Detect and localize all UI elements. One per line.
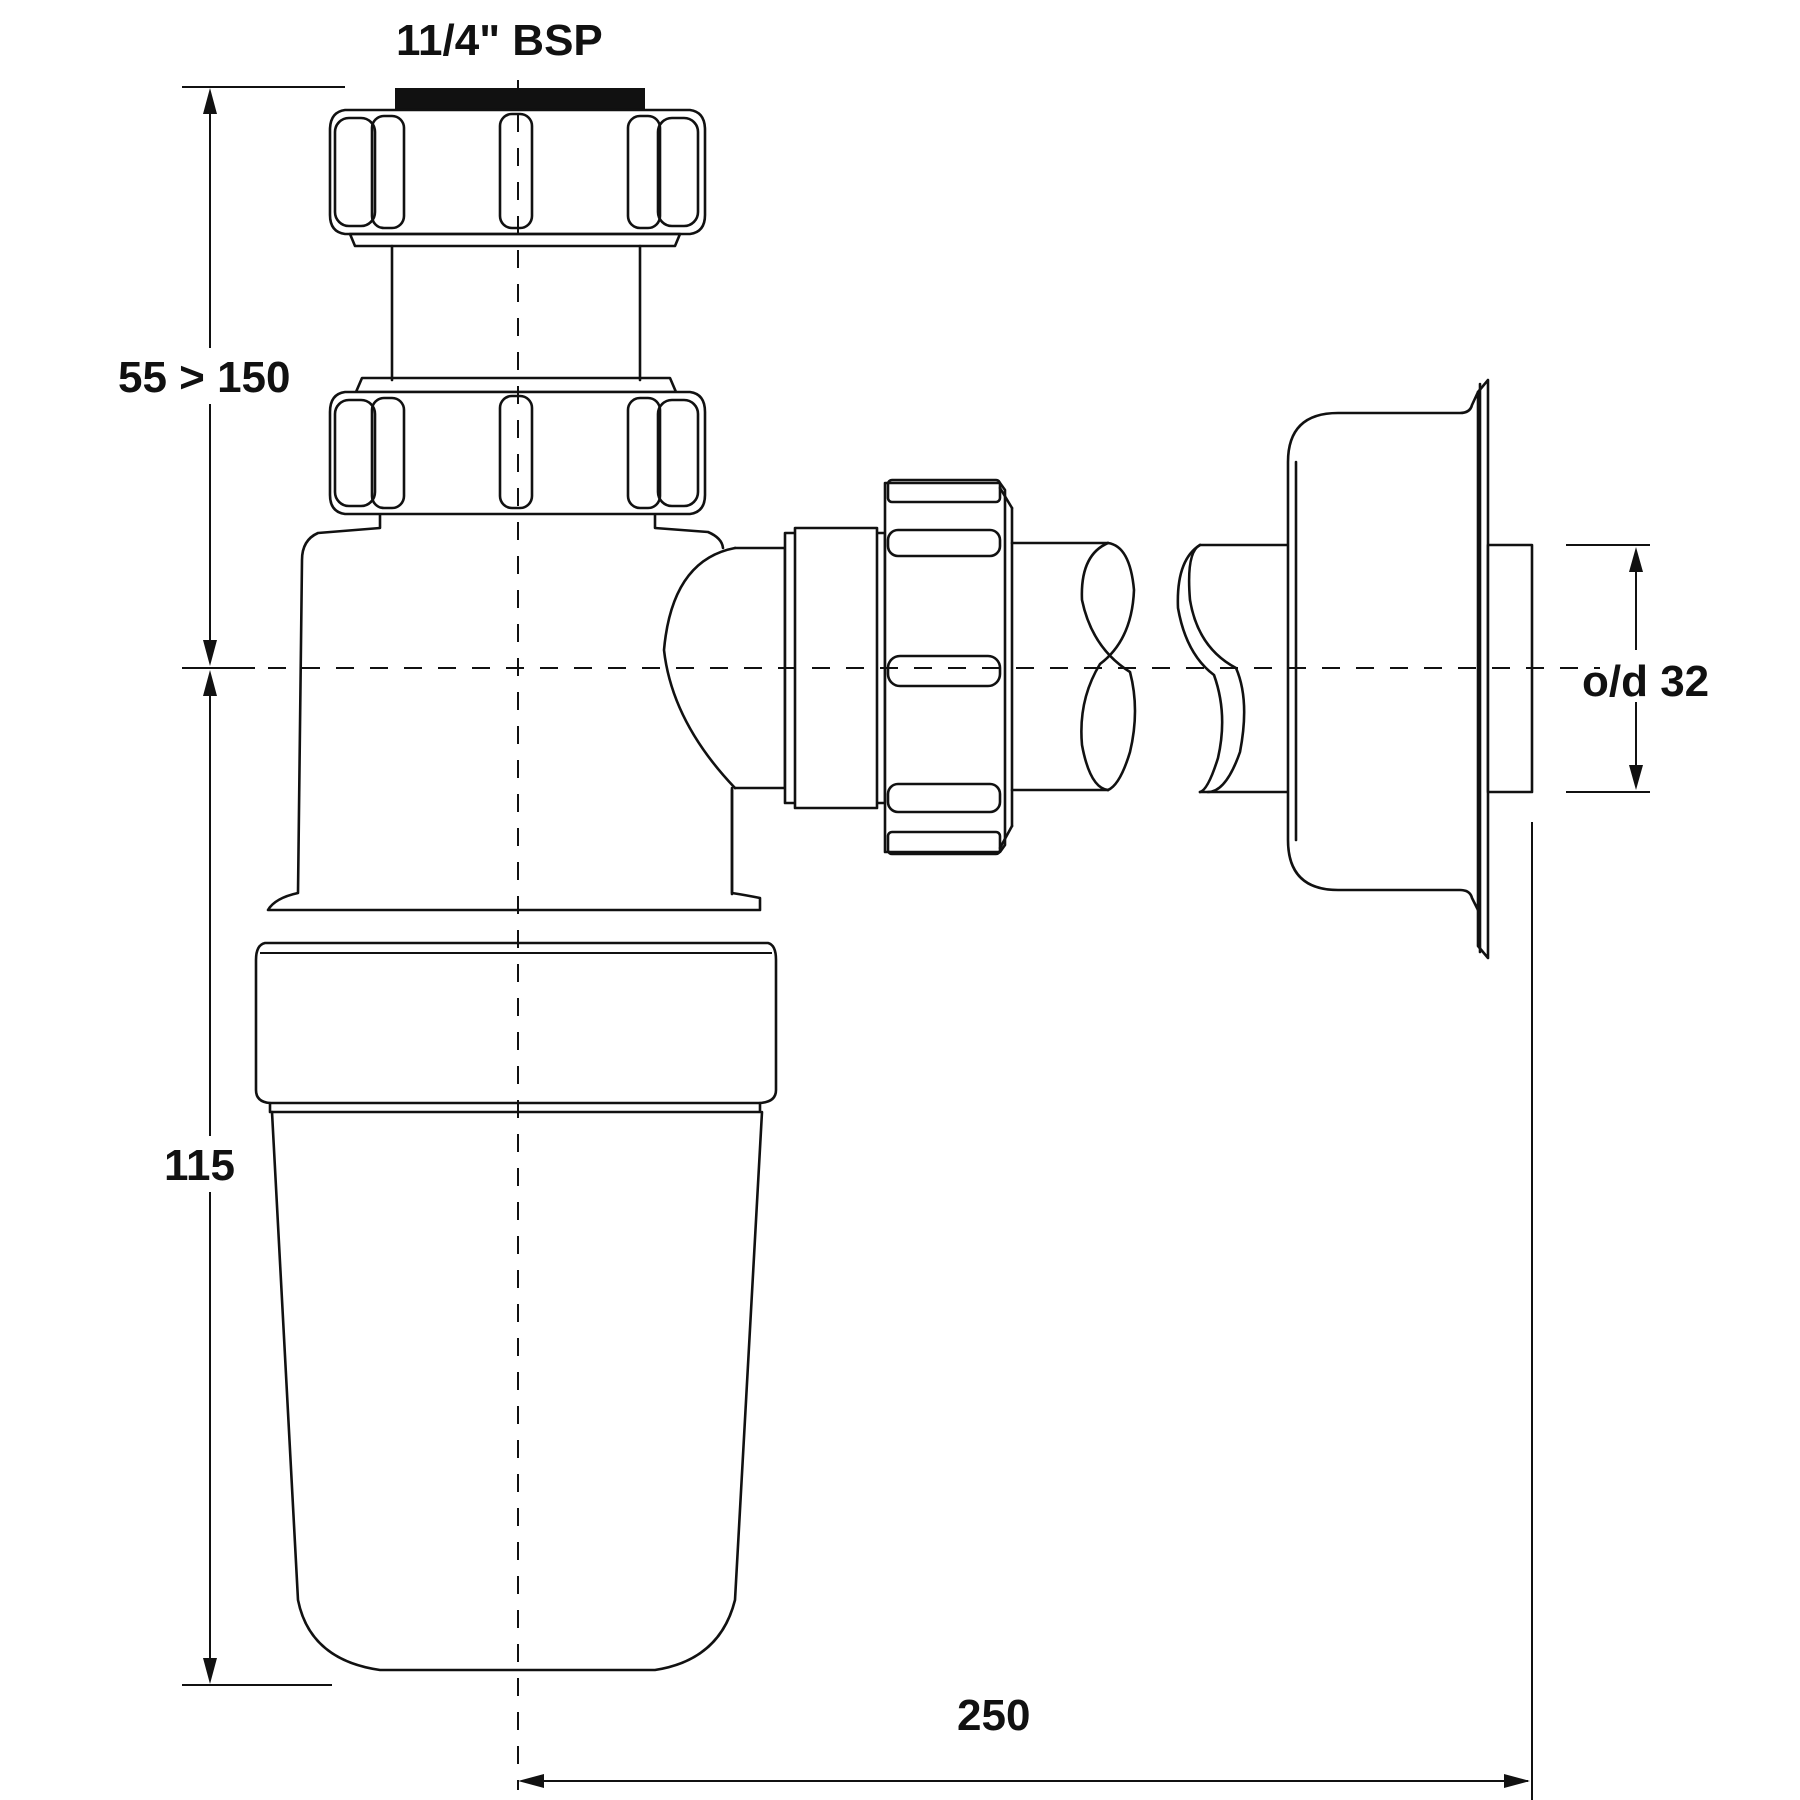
dimension-label-upper: 55 > 150 [118, 353, 291, 402]
outlet-diameter-label: o/d 32 [1582, 657, 1709, 706]
extension-tube [390, 244, 642, 382]
trap-bowl-lower [254, 941, 778, 1672]
lower-compression-nut [328, 376, 707, 516]
upper-compression-nut [328, 108, 707, 248]
dimension-thread: 11/4" BSP [396, 16, 603, 65]
dimension-outlet-diameter: o/d 32 [1566, 544, 1709, 793]
dimension-projection: 250 [518, 822, 1533, 1800]
dimension-lower-height: 115 [158, 670, 332, 1686]
outlet-elbow [662, 546, 787, 896]
dimension-upper-height: 55 > 150 [110, 86, 345, 669]
centre-lines [234, 80, 1600, 1790]
projection-label: 250 [957, 1691, 1030, 1740]
thread-label: 11/4" BSP [396, 16, 603, 65]
trap-body-upper [266, 513, 762, 912]
inlet-thread-cap [395, 88, 645, 112]
dimension-label-lower: 115 [164, 1141, 235, 1190]
